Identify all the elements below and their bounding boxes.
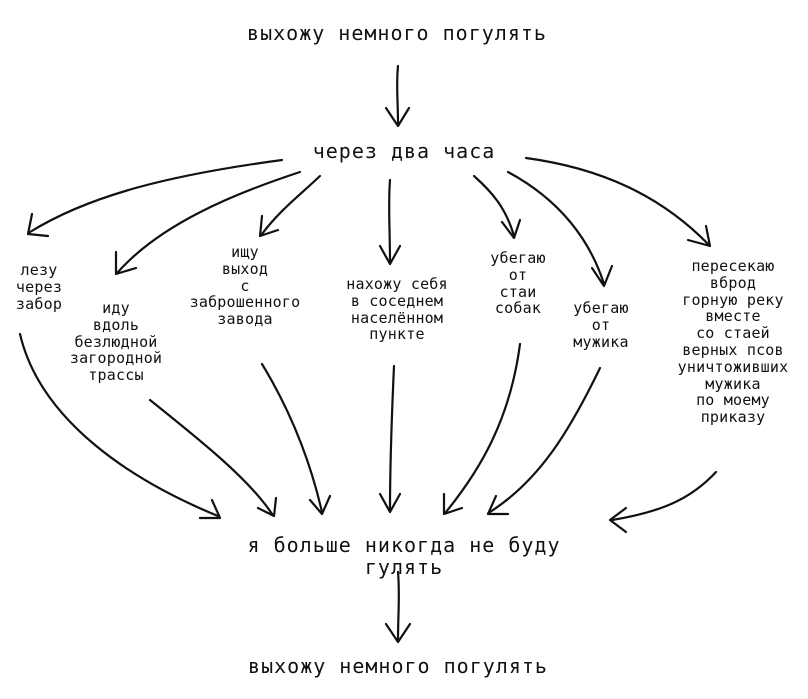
arrow-hub-to-outcome-7 — [524, 156, 712, 248]
arrow-outcome-6-to-result — [486, 366, 602, 516]
node-outcome-5: убегаю от стаи собак — [490, 249, 546, 318]
node-outcome-4: нахожу себя в соседнем населённом пункте — [346, 275, 448, 344]
arrow-hub-to-outcome-2 — [114, 170, 302, 276]
arrow-top-to-hub — [384, 64, 411, 128]
node-outcome-7: пересекаю вброд горную реку вместе со ст… — [677, 257, 789, 427]
node-outcome-3: ищу выход с заброшенного завода — [189, 243, 301, 329]
node-bottom: выхожу немного погулять — [248, 654, 548, 678]
node-outcome-1: лезу через забор — [15, 261, 63, 313]
arrow-outcome-5-to-result — [442, 342, 522, 516]
arrow-outcome-2-to-result — [148, 398, 278, 518]
node-result: я больше никогда не буду гулять — [247, 533, 561, 580]
arrow-outcome-7-to-result — [608, 470, 718, 534]
arrow-outcome-1-to-result — [18, 332, 222, 520]
arrow-outcome-4-to-result — [378, 364, 402, 514]
arrow-outcome-3-to-result — [260, 362, 332, 516]
arrow-result-to-bottom — [384, 570, 412, 644]
node-outcome-2: иду вдоль безлюдной загородной трассы — [69, 299, 163, 385]
arrow-hub-to-outcome-1 — [26, 158, 284, 238]
node-outcome-6: убегаю от мужика — [573, 299, 629, 351]
node-top: выхожу немного погулять — [247, 21, 547, 45]
arrow-hub-to-outcome-5 — [472, 174, 522, 240]
arrow-hub-to-outcome-4 — [378, 178, 402, 266]
arrow-hub-to-outcome-3 — [258, 174, 322, 238]
node-hub: через два часа — [312, 139, 496, 163]
arrow-hub-to-outcome-6 — [506, 170, 614, 288]
